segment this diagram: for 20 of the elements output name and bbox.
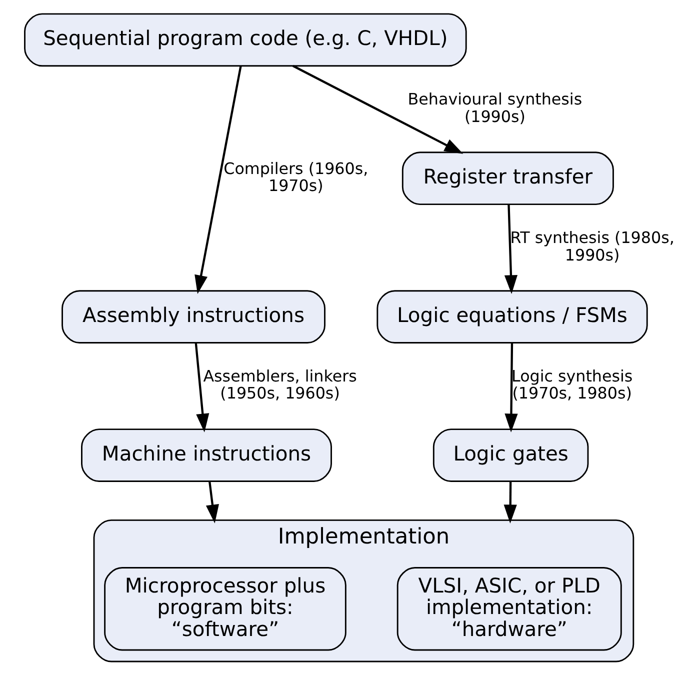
node-box: VLSI, ASIC, or PLD implementation: “hardware”	[396, 567, 622, 651]
arrow	[206, 481, 219, 524]
edge-label: Compilers (1960s, 1970s)	[224, 158, 368, 196]
arrow	[504, 482, 517, 524]
node-box: Machine instructions	[81, 428, 332, 482]
arrow	[504, 204, 518, 294]
edge-label: Assemblers, linkers (1950s, 1960s)	[203, 366, 357, 403]
edge-label: RT synthesis (1980s, 1990s)	[510, 228, 674, 264]
arrow	[292, 64, 464, 154]
node-box: Assembly instructions	[62, 290, 326, 344]
node-box: Sequential program code (e.g. C, VHDL)	[24, 13, 467, 67]
node-box: Register transfer	[402, 152, 614, 206]
arrow	[504, 343, 518, 432]
edge-label: Behavioural synthesis (1990s)	[408, 90, 582, 126]
node-box: Microprocessor plus program bits: “software”	[104, 567, 346, 651]
node-box: Logic gates	[432, 428, 589, 482]
arrow	[194, 66, 242, 294]
node-box: Logic equations / FSMs	[376, 290, 648, 344]
edge-label: Logic synthesis (1970s, 1980s)	[512, 366, 633, 403]
arrow	[194, 343, 210, 432]
